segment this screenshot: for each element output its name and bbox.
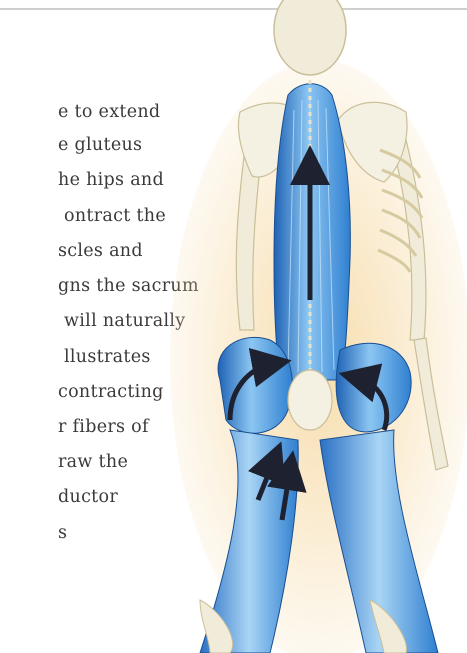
text-line: ontract the (64, 206, 166, 226)
anatomy-back-muscles-illustration (170, 0, 467, 653)
text-line: raw the (58, 452, 128, 472)
text-line: llustrates (64, 347, 151, 367)
text-line: scles and (58, 241, 143, 261)
text-line: he hips and (58, 170, 164, 190)
text-line: contracting (58, 382, 164, 402)
text-line: e gluteus (58, 135, 142, 155)
text-line: e to extend (58, 102, 160, 122)
text-line: ductor (58, 487, 118, 507)
text-line: will naturally (64, 311, 185, 331)
text-line: s (58, 523, 67, 543)
sacrum (288, 370, 332, 430)
text-line: r fibers of (58, 417, 149, 437)
